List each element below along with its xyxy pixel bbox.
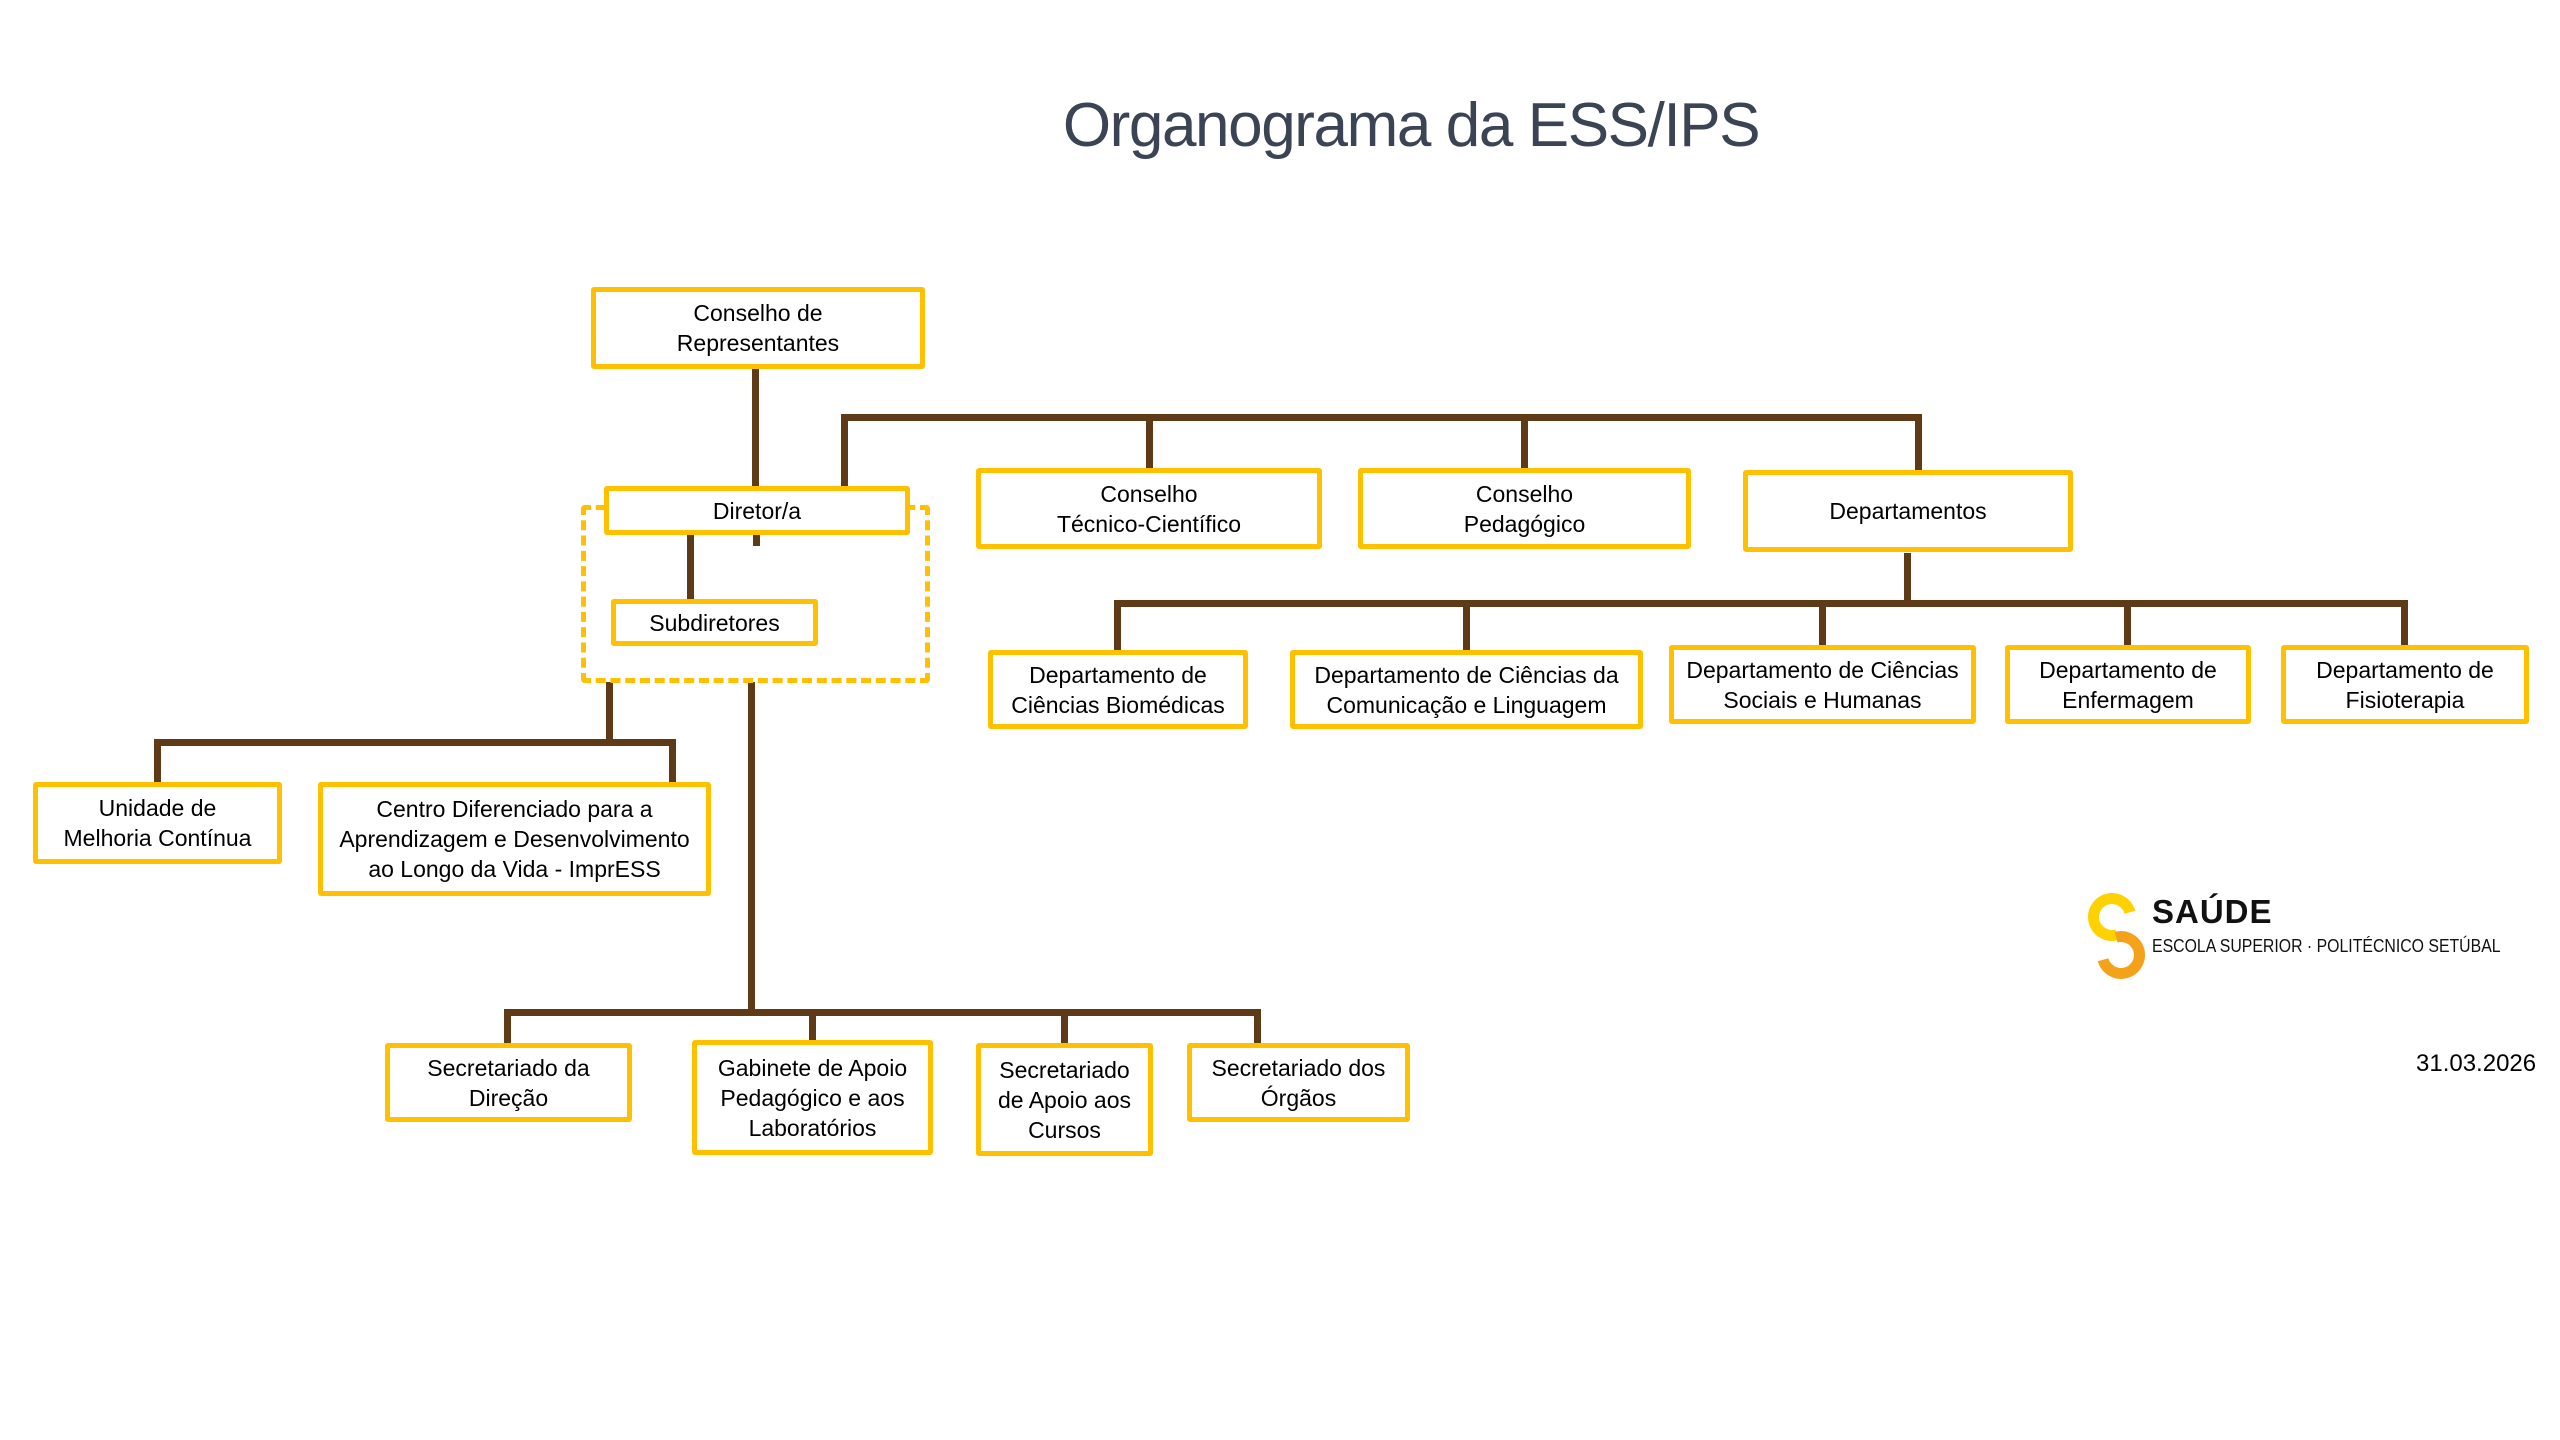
- connector-diretor-bottom-stub: [753, 535, 760, 546]
- connector-drop-conselho-pedagogico: [1521, 414, 1528, 469]
- connector-left-rail: [154, 739, 676, 746]
- connector-group-bottom-riser: [748, 682, 755, 1010]
- logo-name: SAÚDE: [2152, 893, 2273, 930]
- connector-drop-secretariado-direcao: [504, 1009, 511, 1044]
- connector-drop-fisioterapia: [2401, 600, 2408, 646]
- page-title: Organograma da ESS/IPS: [1062, 91, 1761, 160]
- connector-top-rail: [841, 414, 1922, 421]
- logo-subtitle: ESCOLA SUPERIOR · POLITÉCNICO SETÚBAL: [2152, 936, 2501, 956]
- connector-departments-rail: [1114, 600, 2408, 607]
- node-departamentos: Departamentos: [1743, 470, 2073, 552]
- connector-drop-comunicacao: [1463, 600, 1470, 651]
- connector-drop-conselho-tecnico: [1146, 414, 1153, 469]
- connector-departamentos-riser: [1904, 553, 1911, 601]
- connector-drop-secretariado-orgaos: [1254, 1009, 1261, 1044]
- connector-top-rail-drop-diretor: [841, 414, 848, 487]
- connector-drop-gabinete-apoio: [809, 1009, 816, 1041]
- connector-group-left-riser: [606, 682, 613, 740]
- connector-representantes-to-diretor: [752, 369, 759, 486]
- connector-drop-sociais: [1819, 600, 1826, 646]
- connector-drop-unidade-melhoria: [154, 739, 161, 783]
- saude-logo: SAÚDE ESCOLA SUPERIOR · POLITÉCNICO SETÚ…: [2079, 884, 2538, 988]
- connector-bottom-rail: [504, 1009, 1261, 1016]
- node-diretor-a: Diretor/a: [604, 486, 910, 535]
- connector-drop-departamentos: [1915, 414, 1922, 471]
- node-subdiretores: Subdiretores: [611, 599, 818, 646]
- date-label: 31.03.2026: [2416, 1050, 2537, 1077]
- saude-crescents-icon: [2079, 884, 2154, 988]
- connector-diretor-to-subdiretores: [687, 535, 694, 600]
- connector-drop-secretariado-cursos: [1061, 1009, 1068, 1044]
- logo-text: SAÚDE ESCOLA SUPERIOR · POLITÉCNICO SETÚ…: [2152, 895, 2548, 956]
- connector-drop-centro-diferenciado: [669, 739, 676, 783]
- connector-drop-biomedicas: [1114, 600, 1121, 651]
- connector-drop-enfermagem: [2124, 600, 2131, 646]
